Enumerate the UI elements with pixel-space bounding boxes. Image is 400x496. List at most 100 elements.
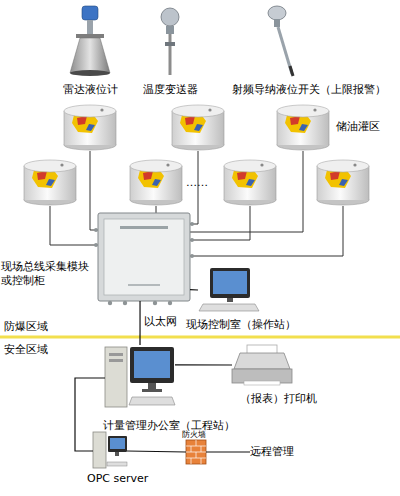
monitor-stand: [115, 452, 119, 456]
zone-label: 防爆区域: [4, 320, 48, 333]
field-wire: [50, 206, 98, 245]
pc-tower: [105, 347, 127, 407]
oil-tank: [172, 105, 224, 150]
opc-server: OPC server: [93, 432, 127, 470]
zone-boundary: [0, 336, 400, 339]
monitor-stand: [148, 383, 156, 389]
opc-server-icon: [93, 432, 127, 468]
pc-drive: [109, 359, 123, 362]
keyboard: [129, 397, 175, 405]
report-printer: （报表）打印机: [232, 345, 292, 385]
cable-gland: [94, 228, 98, 232]
oil-tanks: [24, 105, 369, 205]
switch-head: [268, 6, 286, 20]
keyboard: [199, 304, 259, 311]
switch-neck: [274, 19, 280, 27]
cabinet-body: [98, 213, 190, 301]
field-wire: [156, 206, 157, 213]
network-cable: [75, 378, 105, 451]
cable-gland: [94, 243, 98, 247]
edge-label: 以太网: [144, 315, 177, 328]
node-label: 防火墙: [182, 429, 212, 440]
network-cable: [206, 451, 250, 452]
network-cable: [139, 301, 140, 345]
cable-gland: [168, 301, 172, 305]
switch-tip: [290, 66, 293, 76]
transmitter-fitting: [165, 42, 175, 46]
oil-tank: [64, 105, 116, 150]
field-wire: [190, 206, 343, 256]
brick-joints: [186, 440, 206, 464]
field-wire: [90, 151, 98, 230]
pc-tower: [93, 432, 106, 468]
gauge-neck: [87, 20, 93, 34]
monitor-frame: [108, 436, 127, 452]
ellipsis-mark: ……: [186, 176, 208, 189]
engineering-station-icon: [105, 347, 175, 407]
cabinet-door: [104, 219, 184, 295]
network-cable: [190, 289, 198, 291]
oil-tank: [277, 105, 329, 150]
monitor-screen: [134, 351, 170, 378]
cable-gland: [108, 301, 112, 305]
network-cable: [127, 451, 186, 452]
node-label: 雷达液位计: [55, 83, 125, 97]
cable-gland: [190, 238, 194, 242]
field-wire: [190, 151, 303, 232]
cabinet-nameplate: [128, 284, 160, 286]
oil-tank: [317, 160, 369, 205]
monitor-screen: [110, 438, 125, 449]
printer-icon: [232, 345, 292, 385]
monitor-frame: [210, 268, 250, 298]
field-wire: [190, 206, 250, 240]
rf-level-switch: 射频导纳液位开关（上限报警）: [268, 5, 298, 77]
pc-drive: [109, 353, 123, 356]
monitor-base: [142, 389, 162, 392]
oil-tank: [224, 160, 276, 205]
gauge-horn: [70, 38, 110, 73]
oil-tank: [24, 160, 76, 205]
cable-gland: [190, 254, 194, 258]
remote-management: 远程管理: [250, 444, 310, 460]
temperature-transmitter: 温度变送器: [155, 5, 185, 77]
node-label: （报表）打印机: [240, 392, 330, 406]
rf-switch-icon: [268, 6, 293, 76]
radar-level-gauge: 雷达液位计: [70, 5, 110, 77]
oil-tank: [130, 160, 182, 205]
temperature-transmitter-icon: [161, 8, 179, 75]
printer-top: [234, 353, 290, 369]
firewall-wall: [186, 440, 206, 464]
radar-gauge-icon: [70, 6, 110, 76]
zone-label: 安全区域: [4, 343, 48, 356]
connector-group: [75, 290, 250, 452]
monitor-screen: [213, 271, 247, 294]
field-wiring: [50, 151, 343, 256]
keyboard: [107, 462, 127, 466]
node-label: 现场总线采集模块 或控制柜: [1, 260, 97, 288]
node-label: 远程管理: [250, 445, 310, 459]
cabinet-nameplate: [120, 226, 168, 229]
node-label: OPC server: [87, 472, 167, 486]
firewall-icon: [186, 440, 206, 464]
node-label: 现场控制室（操作站）: [186, 318, 316, 332]
transmitter-probe: [169, 34, 172, 75]
operator-station: 现场控制室（操作站）: [198, 268, 260, 312]
transmitter-head: [161, 8, 179, 26]
cable-gland: [190, 222, 194, 226]
gauge-flange: [76, 34, 104, 38]
firewall: 防火墙: [186, 440, 206, 464]
transmitter-neck: [166, 26, 174, 34]
operator-station-icon: [199, 268, 259, 311]
collector-cabinet: 现场总线采集模块 或控制柜: [98, 213, 190, 301]
node-label: 温度变送器: [135, 83, 205, 97]
engineering-station: 计量管理办公室（工程站）: [105, 345, 175, 411]
area-label: 储油灌区: [336, 120, 380, 133]
gauge-horn-mouth: [70, 70, 110, 76]
node-label: 计量管理办公室（工程站）: [103, 419, 243, 433]
cable-gland: [153, 301, 157, 305]
gauge-head: [82, 6, 98, 20]
